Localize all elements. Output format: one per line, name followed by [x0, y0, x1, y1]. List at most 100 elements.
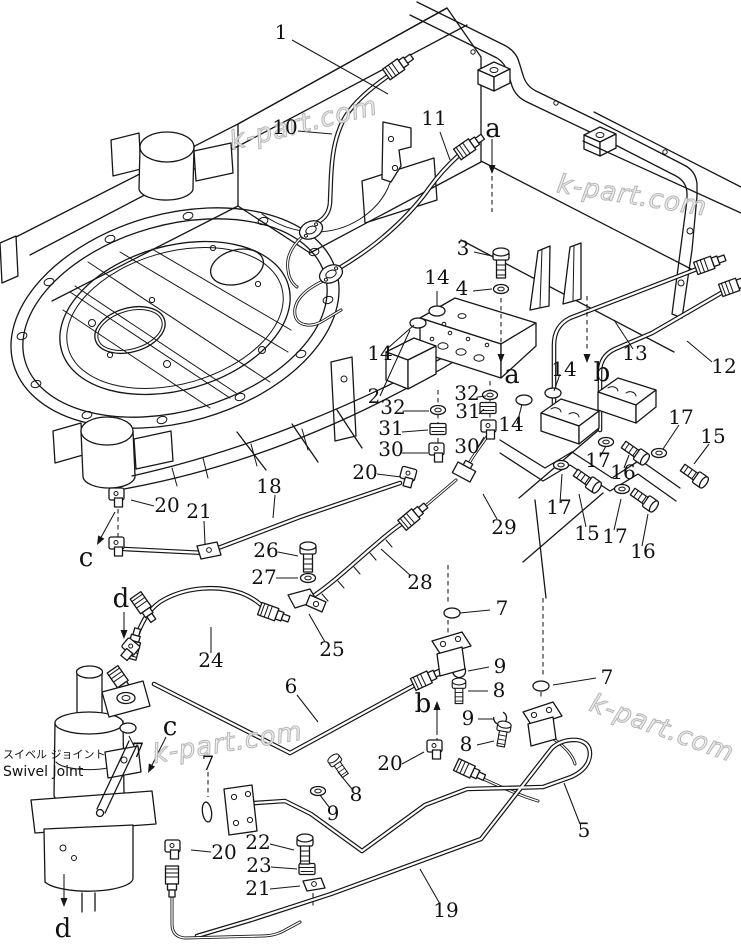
o-ring-7 [119, 722, 137, 734]
part-label-30: 30 [454, 434, 479, 458]
support-post [330, 356, 357, 442]
o-ring-7 [201, 801, 213, 823]
connection-letter-d: d [55, 914, 72, 944]
part-label-29: 29 [491, 515, 516, 539]
part-label-17: 17 [602, 524, 627, 548]
part-label-8: 8 [460, 732, 473, 756]
part-label-31: 31 [378, 416, 403, 440]
part-label-16: 16 [610, 460, 635, 484]
watermark-text: k-part.com [555, 169, 709, 222]
elbow-fitting-20 [108, 487, 125, 508]
part-label-20: 20 [352, 460, 377, 484]
part-label-1: 1 [275, 20, 288, 44]
o-ring-14 [515, 394, 533, 406]
flange-block-assembly [522, 701, 563, 747]
o-ring-7 [443, 607, 461, 619]
tee-fitting [451, 459, 477, 483]
bolt-26 [299, 541, 317, 573]
connection-letter-d: d [113, 584, 130, 614]
part-label-5: 5 [578, 818, 591, 842]
part-label-32: 32 [454, 381, 479, 405]
part-label-32: 32 [380, 395, 405, 419]
threaded-fitting [256, 601, 292, 626]
part-label-14: 14 [424, 265, 449, 289]
flange-block-assembly [431, 631, 472, 677]
threaded-fitting [452, 757, 488, 785]
pipe-bracket [381, 121, 412, 183]
connection-letter-a: a [504, 360, 520, 390]
threaded-fitting [717, 273, 741, 298]
part-label-16: 16 [630, 539, 655, 563]
part-label-9: 9 [462, 706, 475, 730]
valve-manifold [385, 297, 537, 390]
bolt-8 [451, 677, 467, 705]
mounting-boss [477, 61, 511, 92]
part-label-23: 23 [246, 853, 271, 877]
washer-9 [309, 785, 327, 797]
connection-letter-b: b [594, 358, 611, 388]
washer-27 [299, 572, 317, 584]
threaded-fitting [692, 251, 728, 276]
clip-21 [196, 541, 222, 560]
o-ring-7 [532, 680, 550, 692]
washer-17 [552, 459, 570, 471]
part-label-17: 17 [585, 448, 610, 472]
part-label-19: 19 [433, 898, 458, 922]
swivel-joint-label-jp: スイベル ジョイント [3, 748, 106, 761]
pipe-clamp [540, 377, 657, 445]
part-label-20: 20 [211, 840, 236, 864]
part-label-7: 7 [601, 665, 614, 689]
bolt-8 [325, 751, 352, 780]
part-label-4: 4 [456, 276, 469, 300]
part-label-2: 2 [368, 384, 381, 408]
part-label-3: 3 [457, 236, 470, 260]
part-label-30: 30 [378, 437, 403, 461]
elbow-fitting-30 [480, 419, 497, 440]
part-label-6: 6 [285, 674, 298, 698]
stack-flange [101, 680, 151, 718]
pipes [124, 74, 728, 940]
part-label-14: 14 [367, 341, 392, 365]
part-label-21: 21 [245, 876, 270, 900]
bolt-22 [296, 833, 314, 865]
pipe-flange [223, 784, 258, 836]
part-label-17: 17 [668, 405, 693, 429]
connection-letter-c: c [163, 712, 178, 742]
swivel-joint [30, 665, 157, 913]
part-label-12: 12 [711, 354, 736, 378]
watermark-text: k-part.com [226, 91, 380, 157]
washer-32 [429, 404, 447, 416]
o-ring-14 [544, 387, 562, 399]
connection-letter-a: a [485, 114, 501, 144]
frame-foot-bottom [52, 416, 174, 489]
part-label-8: 8 [350, 782, 363, 806]
part-label-7: 7 [202, 751, 215, 775]
threaded-fitting [164, 865, 180, 898]
washer-32 [481, 389, 499, 401]
part-label-13: 13 [622, 341, 647, 365]
swivel-joint-label-en: Swivel Joint [3, 764, 84, 780]
bolt-holes [16, 211, 334, 425]
part-label-31: 31 [455, 399, 480, 423]
part-label-18: 18 [256, 474, 281, 498]
part-label-15: 15 [574, 521, 599, 545]
part-label-14: 14 [551, 357, 576, 381]
part-label-22: 22 [245, 830, 270, 854]
threaded-fitting [397, 499, 431, 531]
elbow-fitting-30 [428, 442, 445, 463]
bolt-3 [492, 247, 510, 279]
part-label-7: 7 [132, 738, 145, 762]
part-label-11: 11 [421, 106, 446, 130]
part-label-20: 20 [154, 493, 179, 517]
part-label-9: 9 [494, 654, 507, 678]
part-label-9: 9 [327, 801, 340, 825]
assembly-dashed-lines [117, 176, 588, 906]
part-label-8: 8 [493, 678, 506, 702]
part-label-24: 24 [198, 648, 223, 672]
frame-foot-top [110, 131, 234, 201]
part-label-14: 14 [498, 412, 523, 436]
part-label-10: 10 [272, 115, 297, 139]
